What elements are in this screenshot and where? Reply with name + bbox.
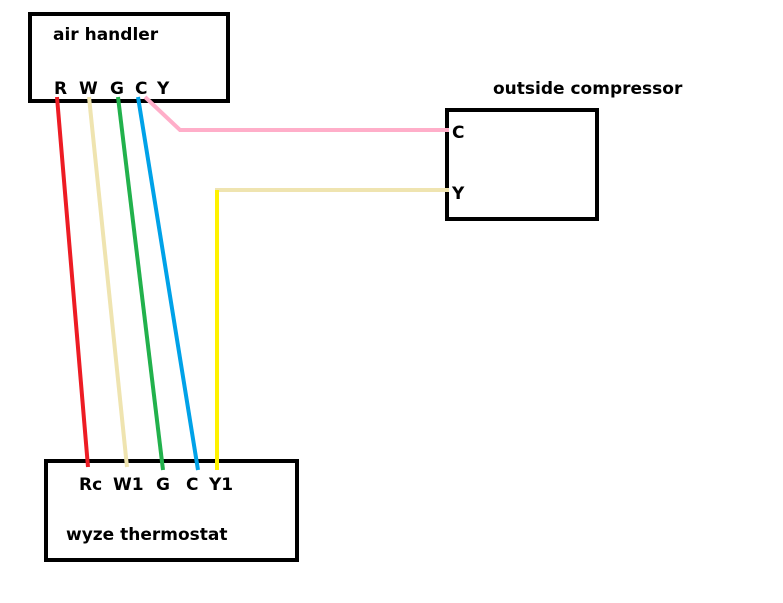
wire-g-g — [116, 96, 165, 471]
terminal-label: C — [135, 79, 147, 99]
air-handler-box — [28, 12, 230, 103]
terminal-label: Rc — [79, 475, 102, 495]
air-handler-title: air handler — [53, 25, 159, 45]
terminal-label: Y — [156, 79, 170, 99]
terminal-label: G — [110, 79, 124, 99]
compressor-box — [445, 108, 599, 221]
wire-w-w1 — [87, 96, 129, 468]
wire-y-compressor — [215, 188, 449, 193]
thermostat-box — [44, 459, 299, 562]
compressor-title: outside compressor — [493, 79, 683, 99]
wire-c-compressor — [143, 95, 449, 132]
terminal-label: W1 — [113, 475, 144, 495]
terminal-label: G — [156, 475, 170, 495]
terminal-label: Y — [451, 184, 465, 204]
terminal-label: C — [452, 123, 464, 143]
wire-r-rc — [55, 96, 90, 468]
terminal-label: W — [79, 79, 98, 99]
thermostat-title: wyze thermostat — [66, 525, 228, 545]
wire-c-c — [136, 96, 200, 471]
terminal-label: C — [186, 475, 198, 495]
terminal-label: R — [54, 79, 67, 99]
terminal-label: Y1 — [208, 475, 233, 495]
